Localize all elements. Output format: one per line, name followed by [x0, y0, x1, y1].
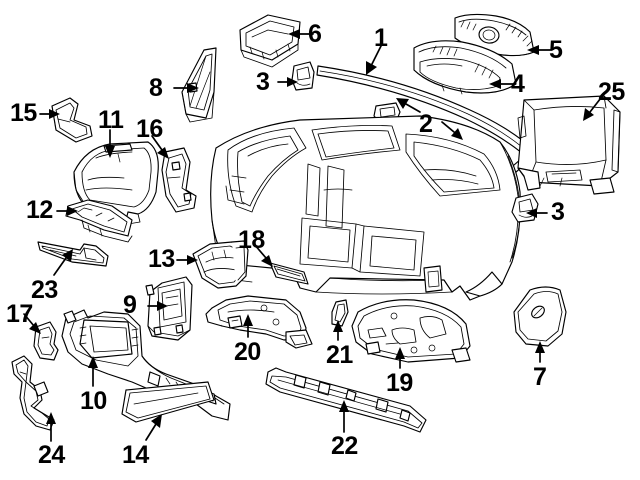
- callout-18[interactable]: 18: [238, 226, 265, 254]
- part-18-shape: [269, 262, 309, 285]
- part-9-shape: [145, 276, 193, 341]
- callout-12[interactable]: 12: [26, 196, 53, 224]
- callout-22[interactable]: 22: [331, 432, 358, 460]
- leader-lines: [23, 29, 605, 442]
- callout-24[interactable]: 24: [38, 441, 65, 469]
- callout-19[interactable]: 19: [386, 369, 413, 397]
- callout-4[interactable]: 4: [511, 70, 525, 98]
- part-7-shape: [513, 286, 567, 347]
- callout-23[interactable]: 23: [31, 276, 58, 304]
- part-17-shape: [33, 321, 59, 361]
- part-24-shape: [11, 355, 55, 431]
- callout-21[interactable]: 21: [326, 341, 353, 369]
- callout-25[interactable]: 25: [598, 78, 625, 106]
- part-16-shape: [161, 147, 197, 213]
- callout-17[interactable]: 17: [6, 300, 33, 328]
- part-25-shape: [517, 95, 621, 195]
- callout-7[interactable]: 7: [533, 363, 547, 391]
- part-22-shape: [265, 367, 427, 433]
- callout-20[interactable]: 20: [234, 338, 261, 366]
- callout-8[interactable]: 8: [149, 74, 163, 102]
- callout-2[interactable]: 2: [419, 110, 433, 138]
- part-3-upper-shape: [291, 61, 315, 91]
- callout-6[interactable]: 6: [308, 20, 322, 48]
- part-19-shape: [351, 299, 471, 363]
- part-13-shape: [192, 240, 249, 289]
- callout-1[interactable]: 1: [374, 24, 388, 52]
- callout-11[interactable]: 11: [98, 106, 124, 134]
- part-4-shape: [413, 40, 517, 95]
- callout-10[interactable]: 10: [80, 387, 107, 415]
- callout-3-upper[interactable]: 3: [256, 68, 270, 96]
- instrument-panel-main-body: [210, 115, 521, 301]
- part-12-shape: [65, 199, 133, 243]
- part-20-shape: [205, 295, 313, 349]
- part-21-shape: [331, 299, 349, 327]
- part-15-shape: [51, 97, 93, 143]
- callout-15[interactable]: 15: [10, 99, 37, 127]
- part-14-shape: [121, 381, 215, 423]
- callout-13[interactable]: 13: [148, 245, 175, 273]
- callout-9[interactable]: 9: [123, 291, 137, 319]
- callout-16[interactable]: 16: [136, 115, 163, 143]
- part-23-shape: [37, 241, 109, 267]
- part-3-lower-shape: [511, 193, 539, 223]
- callout-14[interactable]: 14: [122, 441, 149, 469]
- part-6-shape: [239, 14, 301, 68]
- callout-3-lower[interactable]: 3: [551, 198, 565, 226]
- callout-5[interactable]: 5: [549, 36, 563, 64]
